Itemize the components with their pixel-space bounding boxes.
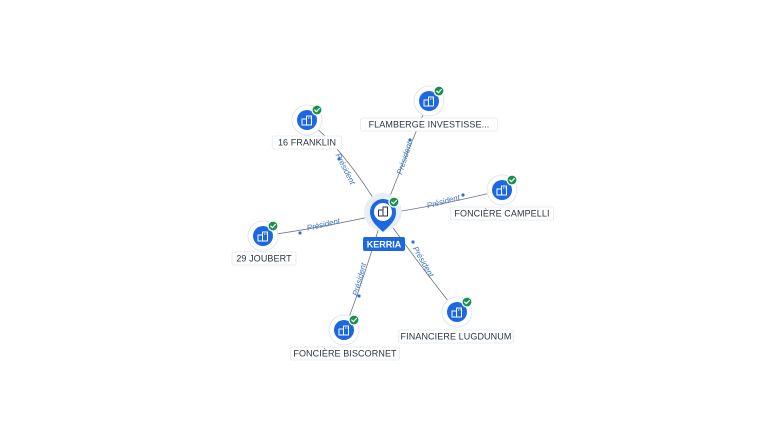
node-label: 16 FRANKLIN [278,138,336,148]
node-label: FONCIÈRE BISCORNET [293,349,397,359]
building-icon [257,231,268,242]
company-node[interactable]: FONCIÈRE BISCORNET [290,314,400,361]
nodes-layer: 16 FRANKLIN FLAMBERGE INVESTISSE... FONCIÈ… [231,85,554,361]
edge-arrow-icon [408,138,412,142]
node-label-box [271,135,343,150]
company-node[interactable]: 16 FRANKLIN [271,104,343,150]
node-label: 29 JOUBERT [236,254,292,264]
edge-arrow-icon [411,240,415,244]
edge-arrow-icon [461,193,465,197]
center-node-label: KERRIA [367,240,402,250]
edge-label: Président [395,140,414,176]
company-node[interactable]: 29 JOUBERT [231,220,297,266]
edge-arrow-icon [298,231,302,235]
building-icon [378,206,388,217]
node-label-box [449,206,554,221]
verified-check-icon [267,220,279,232]
verified-check-icon [461,296,473,308]
node-label-box [290,346,400,361]
center-node-label-box [363,237,405,251]
building-icon [451,307,462,318]
node-label-box [398,329,514,344]
relation-edge: Président [382,213,458,313]
node-label-box [360,117,498,132]
relation-edge: Président [343,213,384,331]
node-label: FONCIÈRE CAMPELLI [454,209,549,219]
company-node[interactable]: FONCIÈRE CAMPELLI [449,174,554,221]
building-icon [338,325,349,336]
verified-check-icon [506,174,518,186]
edge-arrow-icon [357,294,361,298]
node-label: FLAMBERGE INVESTISSE... [369,120,490,130]
building-icon [496,185,507,196]
verified-check-icon [388,196,400,208]
building-icon [301,115,312,126]
building-icon [423,96,434,107]
edge-label: Président [306,216,342,233]
center-node[interactable]: KERRIA [363,193,405,251]
edge-arrow-icon [337,157,341,161]
edge-label: Président [411,245,436,279]
verified-check-icon [348,314,360,326]
company-node[interactable]: FLAMBERGE INVESTISSE... [360,85,498,132]
verified-check-icon [311,104,323,116]
node-label: FINANCIERE LUGDUNUM [401,332,512,342]
company-node[interactable]: FINANCIERE LUGDUNUM [398,296,514,344]
edge-label: Président [351,261,369,297]
verified-check-icon [433,85,445,97]
node-label-box [231,251,297,266]
